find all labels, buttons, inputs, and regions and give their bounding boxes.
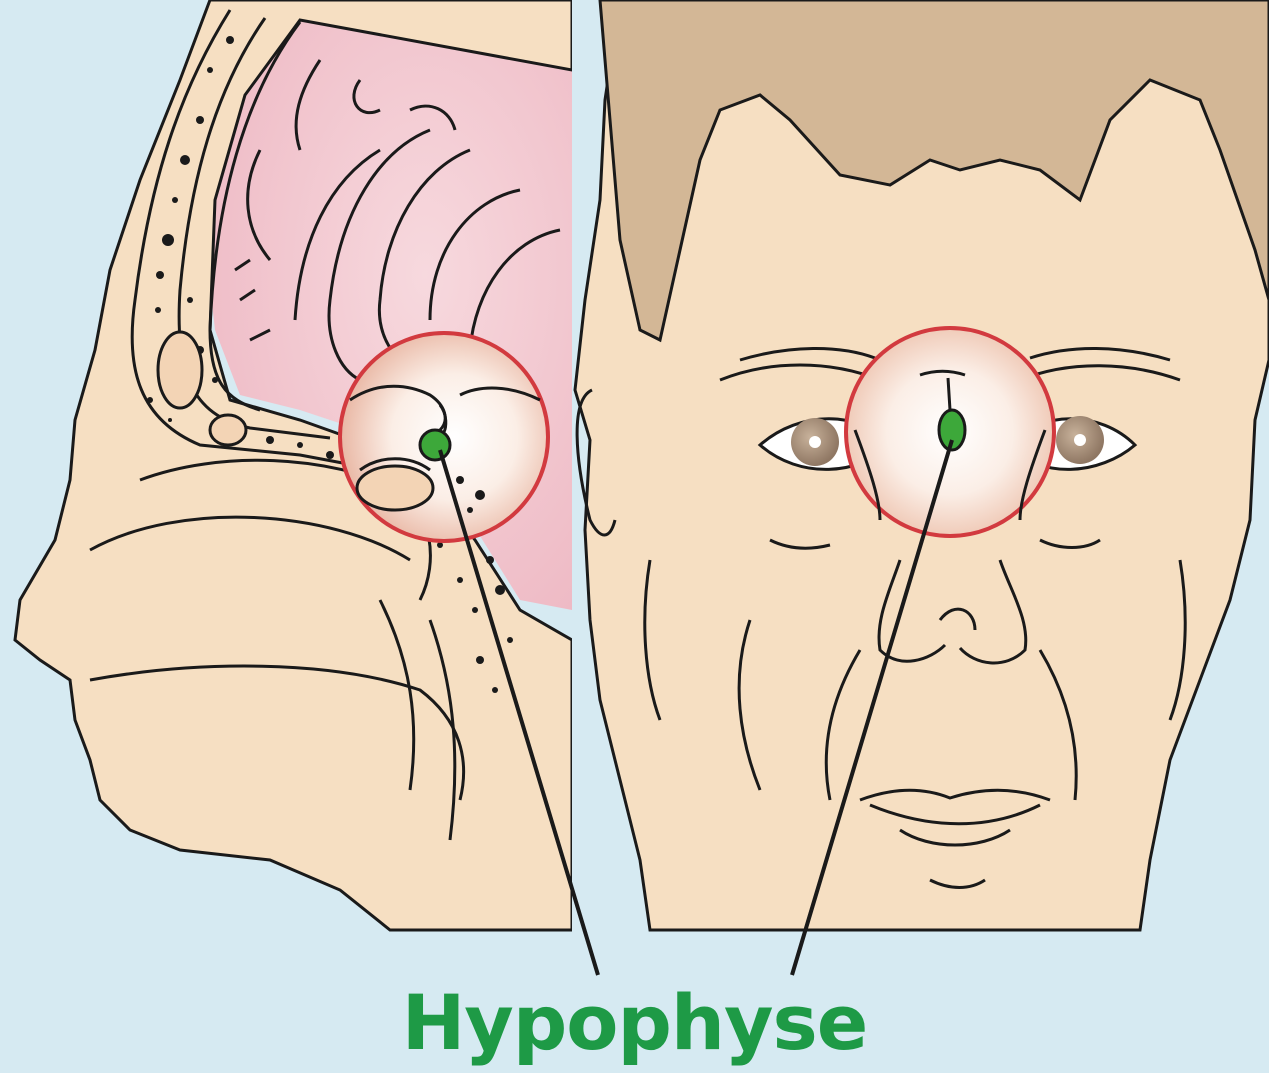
hypophyse-label: Hypophyse: [0, 978, 1269, 1068]
sagittal-section-panel: [15, 0, 572, 930]
pituitary-gland-left: [420, 430, 450, 460]
frontal-face-panel: [575, 0, 1269, 930]
frontal-sinus: [158, 332, 202, 408]
